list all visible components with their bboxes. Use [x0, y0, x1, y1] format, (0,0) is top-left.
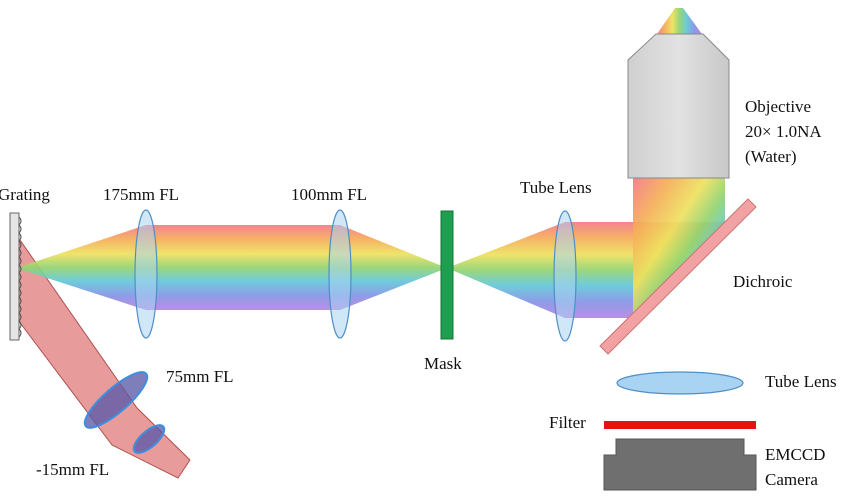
- label-tube-lens-bottom: Tube Lens: [765, 372, 837, 391]
- label-grating: Grating: [0, 185, 50, 204]
- label-objective-medium: (Water): [745, 147, 796, 166]
- spectrum-cone-1: [16, 225, 146, 310]
- lens-100mm: [328, 209, 352, 339]
- label-lens-100mm: 100mm FL: [291, 185, 367, 204]
- tube-lens-top: [553, 210, 577, 342]
- label-camera: EMCCD: [765, 445, 825, 464]
- lens-neg15mm: [132, 424, 166, 454]
- spectrum-objective-tip: [657, 8, 702, 34]
- emccd-camera: [603, 438, 757, 491]
- emission-filter: [604, 421, 756, 429]
- spectrum-cone-2: [340, 225, 447, 310]
- label-filter: Filter: [549, 413, 586, 432]
- tube-lens-bottom: [616, 371, 744, 395]
- label-objective-spec: 20× 1.0NA: [745, 122, 822, 141]
- label-lens-175mm: 175mm FL: [103, 185, 179, 204]
- objective: [627, 33, 730, 179]
- spectrum-collimated: [146, 225, 340, 310]
- label-camera-type: Camera: [765, 470, 818, 489]
- mask: [440, 210, 454, 340]
- label-tube-lens-top: Tube Lens: [520, 178, 592, 197]
- lens-75mm: [83, 371, 149, 429]
- label-objective: Objective: [745, 97, 811, 116]
- spectrum-cone-3: [447, 222, 565, 318]
- label-lens-75mm: 75mm FL: [166, 367, 234, 386]
- grating: [9, 212, 22, 341]
- lens-175mm: [134, 209, 158, 339]
- label-dichroic: Dichroic: [733, 272, 793, 291]
- label-mask: Mask: [424, 354, 462, 373]
- spectrum-vertical: [633, 178, 725, 318]
- dichroic-mirror: [599, 198, 757, 355]
- label-lens-neg15mm: -15mm FL: [36, 460, 109, 479]
